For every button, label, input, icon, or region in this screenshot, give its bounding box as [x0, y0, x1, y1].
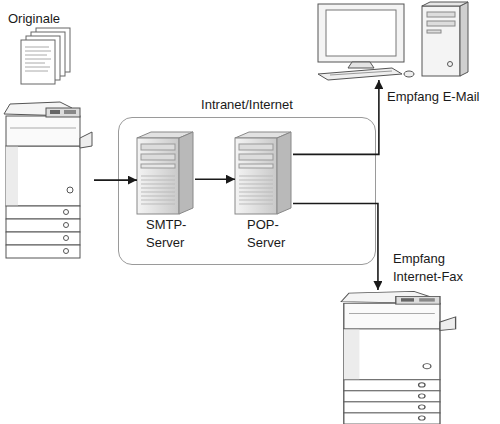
node-label: SMTP- Server	[146, 216, 196, 252]
pc-symbol	[318, 2, 468, 80]
pop-server-art	[235, 132, 291, 214]
sender-copier	[4, 102, 92, 258]
node-label: Empfang E-Mail	[387, 88, 479, 106]
fax-receiver: Empfang Internet-Fax	[335, 290, 457, 424]
originals-stack	[21, 28, 70, 84]
node-label: Intranet/Internet	[119, 96, 375, 114]
smtp-server: SMTP- Server	[137, 132, 195, 250]
flow-arrow	[195, 178, 235, 180]
node-label: Empfang Internet-Fax	[393, 250, 478, 286]
smtp-server-art	[137, 132, 193, 214]
receiver-copier	[341, 291, 455, 424]
flow-arrow	[94, 179, 137, 181]
pop-server: POP- Server	[235, 132, 293, 250]
node-label: Originale	[8, 10, 60, 28]
network-area: Intranet/InternetSMTP- ServerPOP- Server	[118, 117, 376, 265]
email-client: Empfang E-Mail	[310, 0, 474, 80]
node-label: POP- Server	[247, 216, 297, 252]
flow-arrow	[293, 204, 378, 290]
sender-device: Originale	[0, 8, 94, 260]
